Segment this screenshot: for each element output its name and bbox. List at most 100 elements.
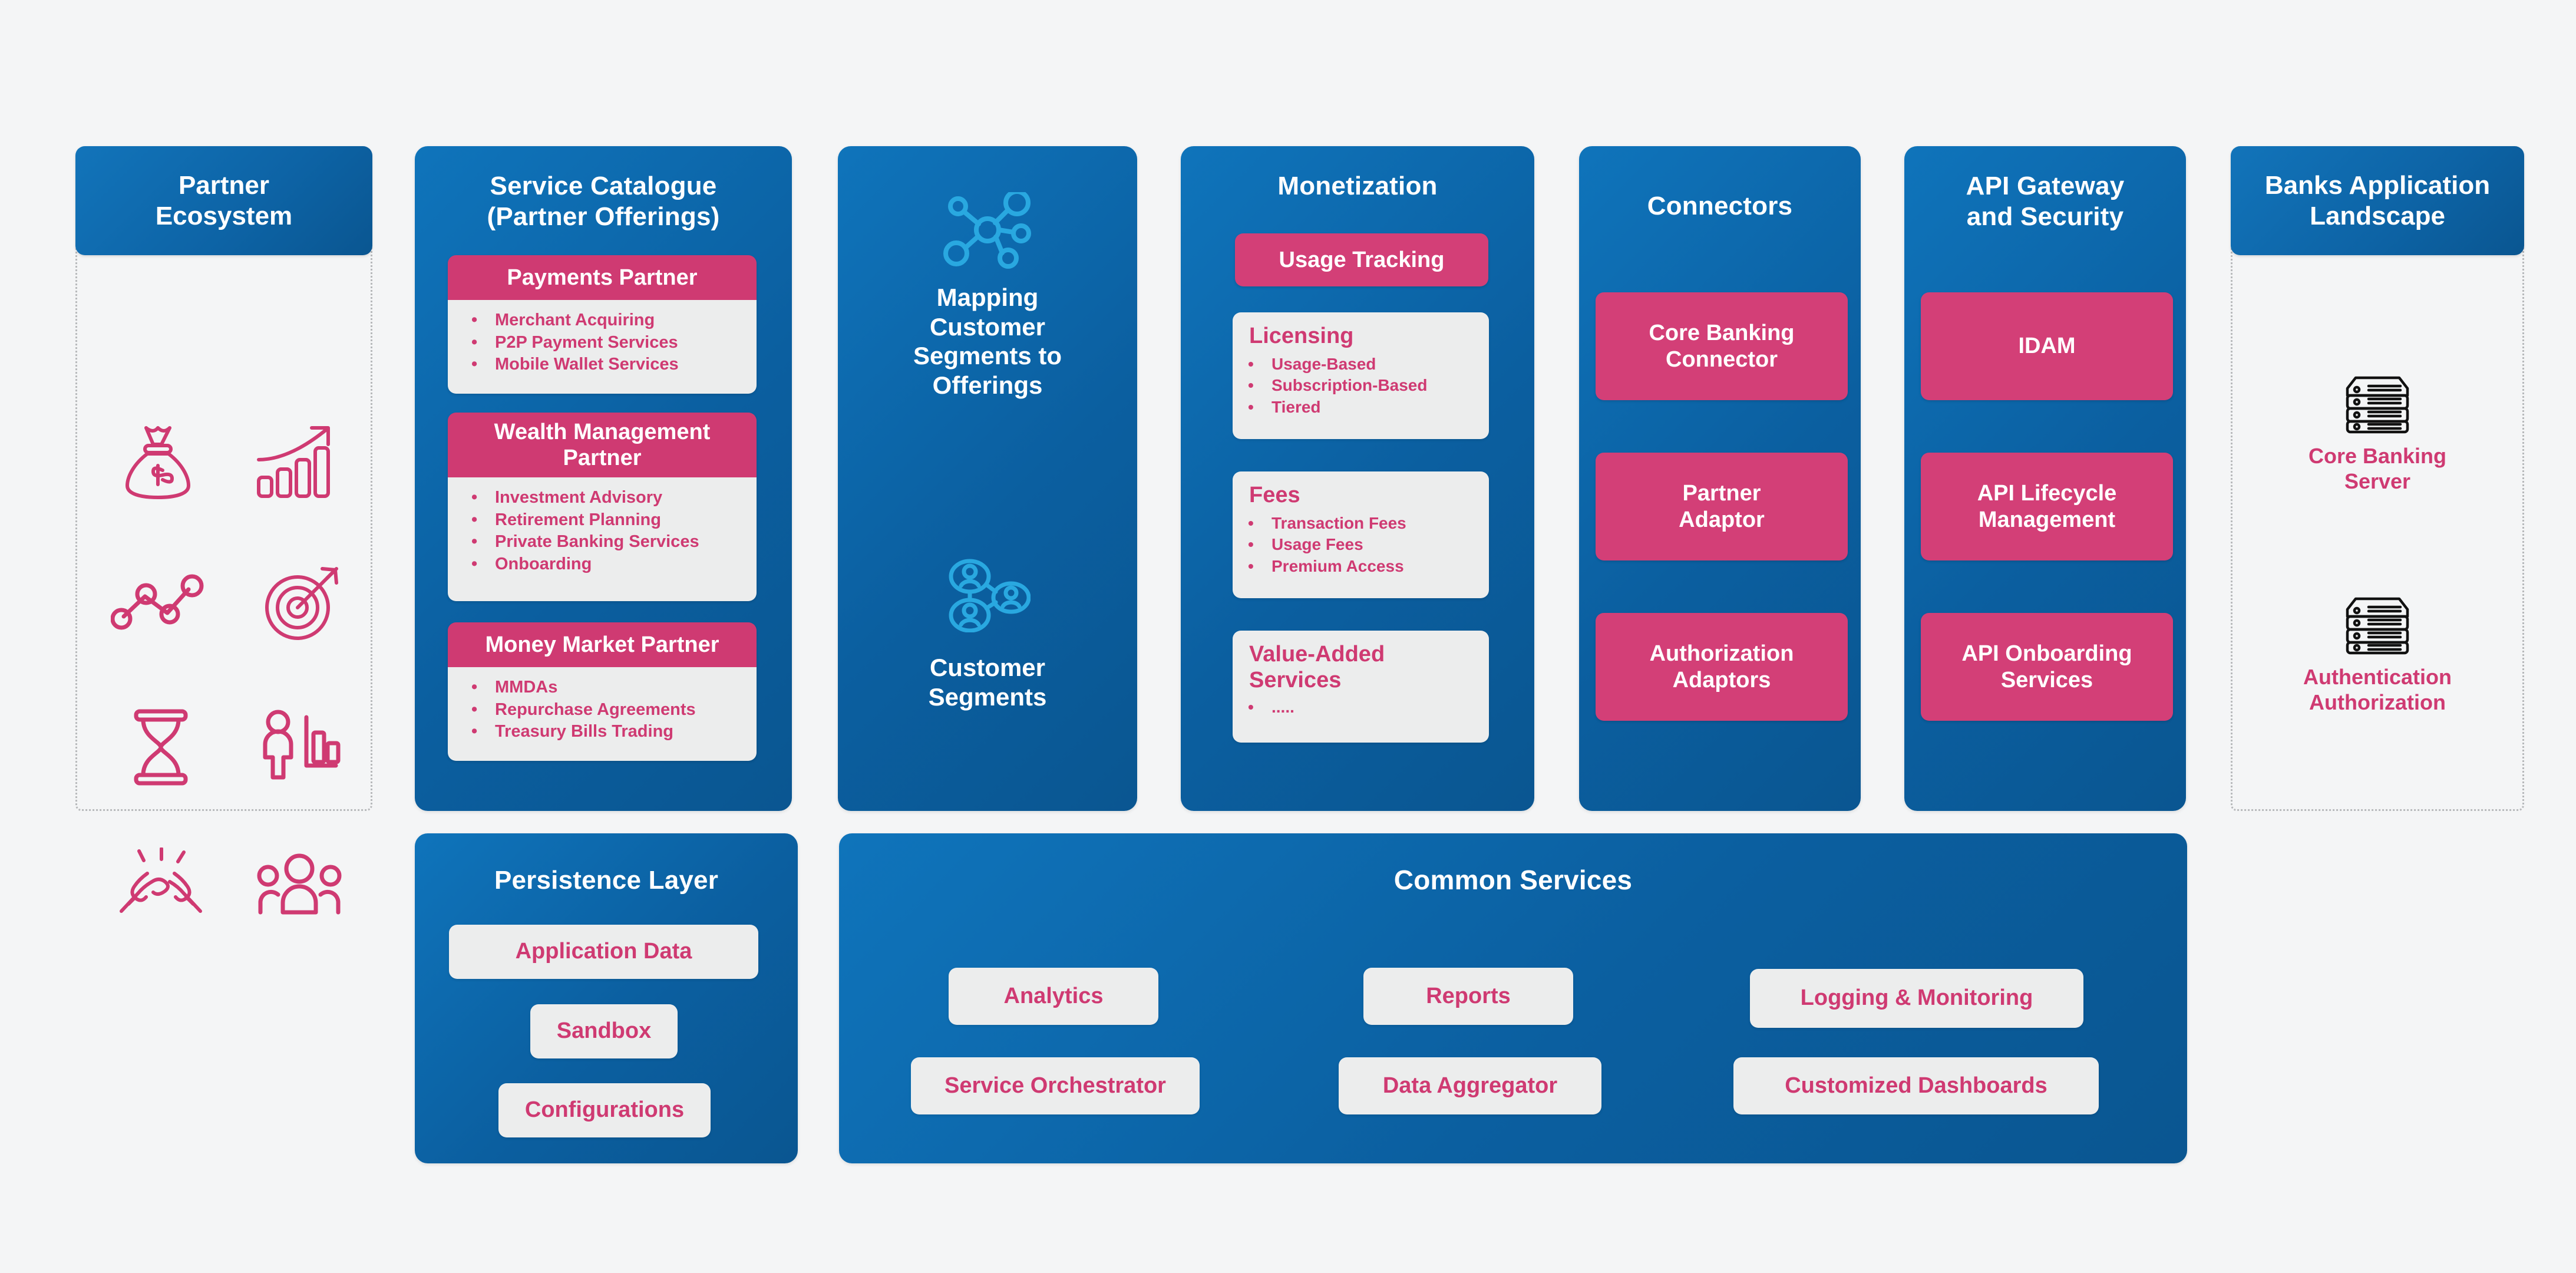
line-graph-nodes-icon (105, 559, 211, 647)
banks-landscape-item-authentication-authorization[interactable]: Authentication Authorization (2231, 594, 2524, 714)
section-fees[interactable]: Fees Transaction Fees Usage Fees Premium… (1233, 471, 1489, 598)
list-item: Merchant Acquiring (471, 309, 757, 332)
common-service-service-orchestrator[interactable]: Service Orchestrator (911, 1057, 1200, 1114)
mapping-title-line4: Offerings (932, 371, 1043, 399)
list-item: Retirement Planning (471, 509, 757, 532)
section-vas-title-line1: Value-Added (1249, 642, 1385, 667)
card-wealth-management-partner-list: Investment Advisory Retirement Planning … (448, 487, 757, 576)
api-gateway-item-api-lifecycle-management[interactable]: API Lifecycle Management (1921, 453, 2173, 560)
connector-core-banking-connector[interactable]: Core Banking Connector (1596, 292, 1848, 400)
mapping-title-line3: Segments to (913, 342, 1062, 370)
monetization-title: Monetization (1277, 172, 1438, 200)
service-catalogue-title-line1: Service Catalogue (490, 172, 717, 200)
banks-landscape-item-label: Authentication Authorization (2231, 664, 2524, 715)
card-wealth-management-partner-heading: Wealth Management Partner (448, 413, 757, 477)
mapping-title-line1: Mapping (936, 283, 1039, 311)
common-services-title: Common Services (1393, 865, 1633, 895)
banks-landscape-item-label-line2: Authorization (2309, 690, 2446, 715)
banks-landscape-item-label-line2: Server (2344, 469, 2411, 494)
banks-landscape-item-label: Core Banking Server (2231, 443, 2524, 494)
card-wealth-management-partner[interactable]: Wealth Management Partner Investment Adv… (448, 413, 757, 601)
customer-segments-title-line1: Customer (929, 654, 1046, 681)
people-group-icon (249, 842, 349, 930)
section-fees-title: Fees (1249, 483, 1300, 507)
banks-landscape-item-core-banking-server[interactable]: Core Banking Server (2231, 373, 2524, 493)
connector-label-line1: Core Banking (1649, 320, 1795, 345)
partner-ecosystem-header: Partner Ecosystem (75, 146, 372, 255)
card-payments-partner-list: Merchant Acquiring P2P Payment Services … (448, 309, 757, 376)
list-item: Investment Advisory (471, 487, 757, 509)
banks-application-landscape-panel: Banks Application Landscape Core Banking… (2231, 146, 2524, 811)
card-money-market-partner-list: MMDAs Repurchase Agreements Treasury Bil… (448, 677, 757, 743)
server-stack-icon (2231, 594, 2524, 656)
list-item: Usage-Based (1248, 354, 1489, 375)
list-item: Subscription-Based (1248, 375, 1489, 397)
server-stack-icon (2231, 373, 2524, 435)
persistence-item-application-data[interactable]: Application Data (449, 925, 758, 979)
list-item: Treasury Bills Trading (471, 721, 757, 743)
connector-label-line1: Partner (1682, 480, 1761, 506)
api-gateway-item-label-line2: Management (1978, 507, 2116, 532)
section-value-added-services-title: Value-Added Services (1233, 641, 1489, 693)
api-gateway-title-line2: and Security (1966, 202, 2124, 231)
handshake-icon (108, 839, 214, 927)
section-value-added-services[interactable]: Value-Added Services ..... (1233, 631, 1489, 743)
mapping-customer-segments-panel: Mapping Customer Segments to Offerings C… (838, 146, 1137, 811)
section-fees-list: Transaction Fees Usage Fees Premium Acce… (1233, 513, 1489, 578)
list-item: Onboarding (471, 553, 757, 576)
list-item: P2P Payment Services (471, 332, 757, 354)
api-gateway-title-line1: API Gateway (1966, 172, 2125, 200)
api-gateway-item-label-line2: Services (2000, 667, 2093, 692)
service-catalogue-title-line2: (Partner Offerings) (487, 202, 720, 231)
persistence-item-configurations[interactable]: Configurations (498, 1083, 711, 1137)
common-service-reports[interactable]: Reports (1363, 968, 1573, 1025)
card-heading-line2: Partner (563, 446, 642, 470)
section-licensing-list: Usage-Based Subscription-Based Tiered (1233, 354, 1489, 418)
card-money-market-partner-body: MMDAs Repurchase Agreements Treasury Bil… (448, 667, 757, 761)
persistence-item-sandbox[interactable]: Sandbox (530, 1004, 678, 1058)
mapping-title: Mapping Customer Segments to Offerings (838, 283, 1137, 400)
card-money-market-partner-heading: Money Market Partner (448, 622, 757, 667)
banks-landscape-title: Banks Application Landscape (2265, 170, 2490, 232)
card-wealth-management-partner-body: Investment Advisory Retirement Planning … (448, 477, 757, 601)
common-service-customized-dashboards[interactable]: Customized Dashboards (1733, 1057, 2099, 1114)
api-gateway-item-label-line1: IDAM (2018, 334, 2076, 359)
hourglass-icon (117, 700, 205, 794)
api-gateway-item-label-line1: API Lifecycle (1977, 480, 2117, 506)
connector-label-line1: Authorization (1649, 641, 1794, 666)
common-service-logging-monitoring[interactable]: Logging & Monitoring (1750, 969, 2083, 1028)
connector-label-line2: Adaptors (1672, 667, 1771, 692)
target-arrow-icon (252, 553, 352, 653)
persistence-layer-title: Persistence Layer (494, 866, 719, 895)
section-licensing-title: Licensing (1249, 324, 1354, 348)
partner-ecosystem-dotted-body (75, 235, 372, 811)
connector-authorization-adaptors[interactable]: Authorization Adaptors (1596, 613, 1848, 721)
monetization-panel: Monetization Usage Tracking Licensing Us… (1181, 146, 1534, 811)
list-item: Usage Fees (1248, 534, 1489, 556)
card-money-market-partner[interactable]: Money Market Partner MMDAs Repurchase Ag… (448, 622, 757, 761)
card-payments-partner[interactable]: Payments Partner Merchant Acquiring P2P … (448, 255, 757, 394)
common-service-data-aggregator[interactable]: Data Aggregator (1339, 1057, 1601, 1114)
banks-landscape-header: Banks Application Landscape (2231, 146, 2524, 255)
customer-segments-icon (838, 559, 1137, 632)
person-bar-chart-icon (249, 700, 349, 794)
api-gateway-item-idam[interactable]: IDAM (1921, 292, 2173, 400)
banks-landscape-title-line2: Landscape (2310, 201, 2445, 230)
card-heading-line1: Wealth Management (494, 419, 711, 444)
connector-partner-adaptor[interactable]: Partner Adaptor (1596, 453, 1848, 560)
growth-bar-chart-icon (246, 414, 346, 509)
common-services-panel: Common Services Analytics Reports Loggin… (839, 833, 2187, 1163)
usage-tracking-pill[interactable]: Usage Tracking (1235, 233, 1488, 286)
connectors-title: Connectors (1647, 192, 1793, 220)
service-catalogue-title: Service Catalogue (Partner Offerings) (415, 171, 792, 232)
api-gateway-item-api-onboarding-services[interactable]: API Onboarding Services (1921, 613, 2173, 721)
common-service-analytics[interactable]: Analytics (949, 968, 1158, 1025)
api-gateway-item-label-line1: API Onboarding (1961, 641, 2132, 666)
section-licensing[interactable]: Licensing Usage-Based Subscription-Based… (1233, 312, 1489, 439)
partner-ecosystem-panel: Partner Ecosystem (75, 146, 372, 915)
connectors-panel: Connectors Core Banking Connector Partne… (1579, 146, 1861, 811)
list-item: Transaction Fees (1248, 513, 1489, 535)
partner-ecosystem-title-line1: Partner (178, 170, 270, 200)
customer-segments-title: Customer Segments (838, 653, 1137, 711)
